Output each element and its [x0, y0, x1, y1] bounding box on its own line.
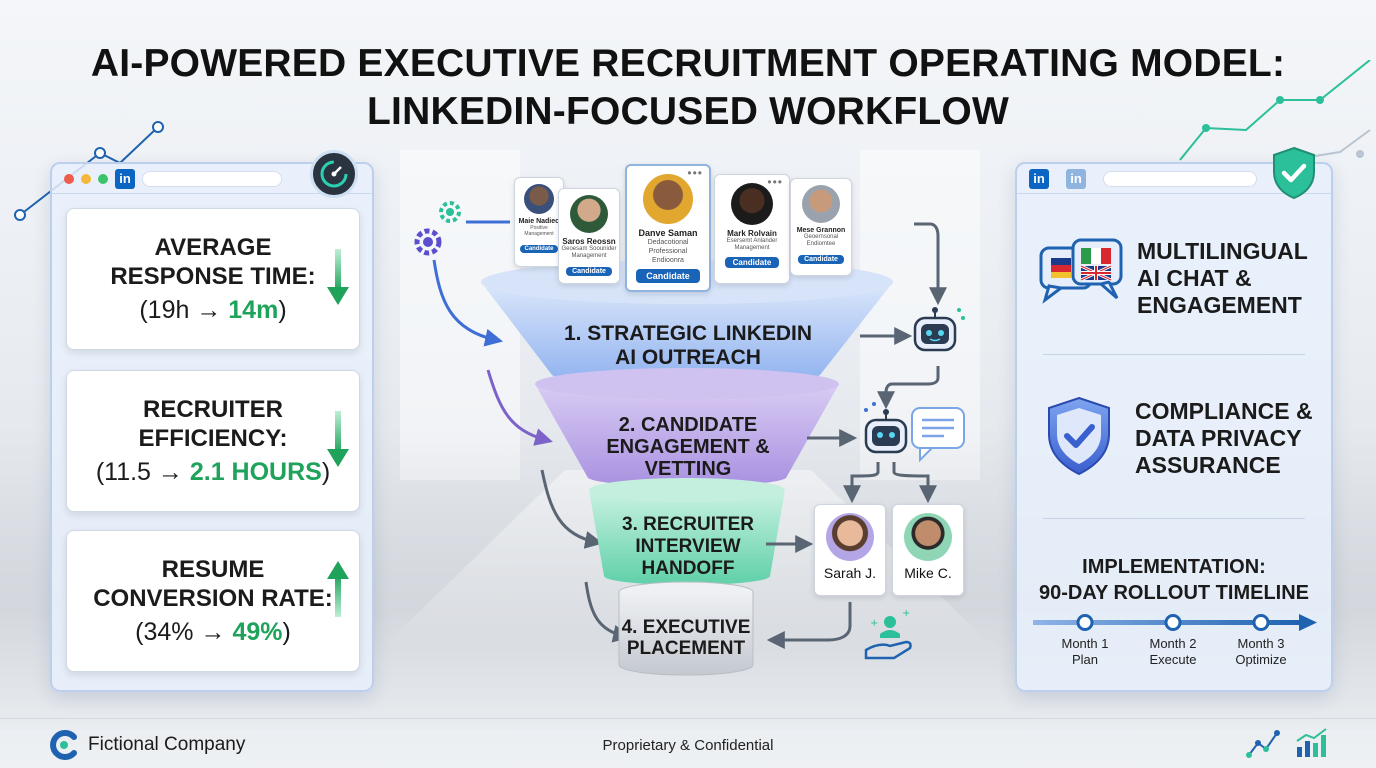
avatar	[524, 184, 554, 214]
kpi-title: AVERAGE RESPONSE TIME:	[110, 234, 316, 290]
svg-text:+: +	[870, 618, 878, 629]
funnel-stage-1-label: 1. STRATEGIC LINKEDIN AI OUTREACH	[563, 322, 813, 369]
multilingual-chat-icon	[1039, 238, 1123, 304]
address-bar[interactable]	[1103, 170, 1257, 187]
timeline-node	[1252, 614, 1270, 631]
funnel-stage-3-label: 3. RECRUITER INTERVIEW HANDOFF	[622, 514, 754, 579]
candidate-card[interactable]: Maie Nadieo Positive Management Candidat…	[514, 177, 564, 267]
timeline-node	[1164, 614, 1182, 631]
candidate-card[interactable]: Mese Grannon Geoernsonal Endiomtee Candi…	[790, 178, 852, 276]
kpi-panel: in AVERAGE RESPONSE TIME: (19h → 14m) RE…	[50, 162, 374, 692]
avatar	[802, 185, 840, 223]
more-options-icon[interactable]: •••	[687, 166, 703, 180]
recruiter-card-mike[interactable]: Mike C.	[892, 504, 964, 596]
svg-text:+: +	[902, 608, 910, 619]
chat-bubble-icon	[911, 407, 965, 463]
kpi-title: RESUME CONVERSION RATE:	[93, 556, 333, 612]
security-shield-icon	[1273, 146, 1315, 200]
timeline-month-1: Month 1 Plan	[1061, 636, 1109, 667]
kpi-card-resume-conversion: RESUME CONVERSION RATE: (34% → 49%)	[66, 530, 360, 672]
trend-down-arrow-icon	[327, 411, 349, 467]
avatar	[643, 174, 693, 224]
company-logo-icon	[50, 730, 77, 760]
rollout-timeline	[1033, 614, 1317, 631]
funnel-stage-2-label: 2. CANDIDATE ENGAGEMENT & VETTING	[606, 414, 770, 480]
candidate-card[interactable]: Saros Reossn Geoesam Soounider Managemen…	[558, 188, 620, 284]
more-options-icon[interactable]: •••	[767, 175, 783, 189]
candidate-button[interactable]: Candidate	[566, 267, 612, 276]
divider	[1043, 354, 1305, 355]
kpi-title: RECRUITER EFFICIENCY:	[138, 396, 288, 452]
network-graph-icon	[1246, 730, 1280, 758]
trend-up-arrow-icon	[327, 561, 349, 617]
footer: Fictional Company Proprietary & Confiden…	[0, 718, 1376, 768]
implementation-title: IMPLEMENTATION: 90-DAY ROLLOUT TIMELINE	[1038, 556, 1310, 604]
speedometer-icon	[310, 150, 358, 198]
ai-robot-icon	[913, 307, 965, 352]
bar-chart-icon	[1296, 728, 1327, 757]
kpi-value: (11.5 → 2.1 HOURS)	[95, 458, 331, 486]
avatar	[826, 513, 874, 561]
divider	[1043, 518, 1305, 519]
close-dot-icon[interactable]	[64, 173, 74, 184]
ai-robot-icon	[864, 402, 908, 454]
browser-chrome: in in	[1017, 164, 1331, 194]
timeline-month-2: Month 2 Execute	[1149, 636, 1197, 667]
address-bar[interactable]	[142, 170, 282, 187]
title-line-1: AI-POWERED EXECUTIVE RECRUITMENT OPERATI…	[90, 42, 1286, 85]
hand-person-icon: + +	[864, 608, 912, 660]
gear-icon	[439, 201, 461, 223]
candidate-button[interactable]: Candidate	[636, 269, 700, 283]
maximize-dot-icon[interactable]	[98, 173, 108, 184]
confidential-notice: Proprietary & Confidential	[602, 737, 774, 754]
funnel-stage-4-label: 4. EXECUTIVE PLACEMENT	[621, 617, 751, 659]
kpi-card-recruiter-efficiency: RECRUITER EFFICIENCY: (11.5 → 2.1 HOURS)	[66, 370, 360, 512]
trend-down-arrow-icon	[327, 249, 349, 305]
candidate-card[interactable]: ••• Mark Rolvain Esersemt Anlander Manag…	[714, 174, 790, 284]
feature-multilingual: MULTILINGUAL AI CHAT & ENGAGEMENT	[1137, 238, 1308, 318]
candidate-button[interactable]: Candidate	[724, 257, 780, 268]
recruiter-card-sarah[interactable]: Sarah J.	[814, 504, 886, 596]
linkedin-icon: in	[1066, 168, 1086, 189]
title-line-2: LINKEDIN-FOCUSED WORKFLOW	[367, 90, 1009, 133]
kpi-value: (19h → 14m)	[139, 296, 287, 324]
timeline-node	[1076, 614, 1094, 631]
minimize-dot-icon[interactable]	[81, 173, 91, 184]
candidate-card[interactable]: ••• Danve Saman Dedacotional Professiona…	[625, 164, 711, 292]
kpi-value: (34% → 49%)	[135, 618, 291, 646]
avatar	[570, 195, 608, 233]
linkedin-icon: in	[115, 168, 135, 189]
avatar	[731, 183, 773, 225]
avatar	[904, 513, 952, 561]
gear-icon	[414, 228, 442, 256]
feature-compliance: COMPLIANCE & DATA PRIVACY ASSURANCE	[1135, 398, 1313, 478]
features-panel: in in MULTILINGUAL AI CHAT & ENGAGEMENT …	[1015, 162, 1333, 692]
kpi-card-response-time: AVERAGE RESPONSE TIME: (19h → 14m)	[66, 208, 360, 350]
candidate-button[interactable]: Candidate	[798, 255, 844, 264]
linkedin-icon: in	[1029, 168, 1049, 189]
browser-chrome: in	[52, 164, 372, 194]
company-name: Fictional Company	[88, 734, 246, 755]
shield-check-icon	[1048, 396, 1110, 476]
page-title: AI-POWERED EXECUTIVE RECRUITMENT OPERATI…	[0, 40, 1376, 136]
timeline-month-3: Month 3 Optimize	[1235, 636, 1287, 667]
candidate-button[interactable]: Candidate	[520, 245, 558, 253]
